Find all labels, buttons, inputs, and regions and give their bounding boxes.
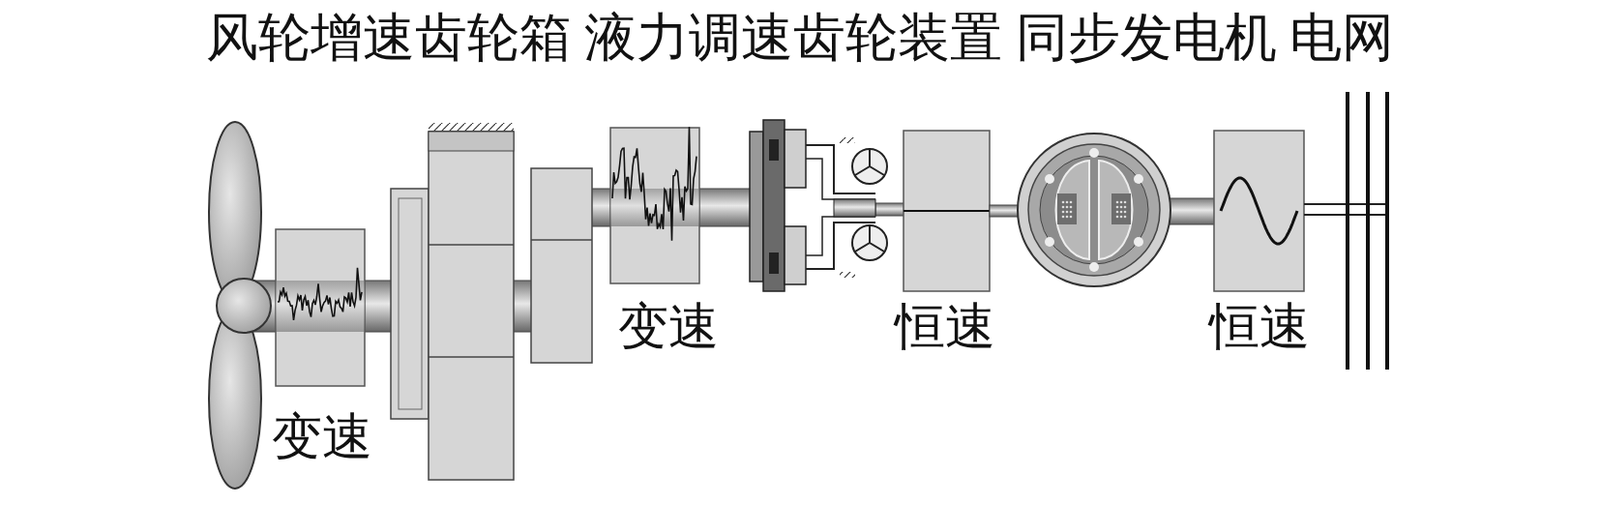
gearbox-division bbox=[428, 355, 514, 358]
gearbox-plate-inner bbox=[398, 198, 422, 410]
winding-dot bbox=[1069, 210, 1073, 214]
winding-dot bbox=[1116, 215, 1120, 219]
grid-bus bbox=[1365, 91, 1370, 370]
winding-dot bbox=[1062, 206, 1066, 209]
winding-dot bbox=[1116, 210, 1120, 214]
rotor-blade bbox=[208, 308, 262, 489]
variable-speed-signal bbox=[612, 126, 697, 241]
gearbox-plate bbox=[390, 188, 429, 419]
winding-dot bbox=[1120, 201, 1124, 205]
signal-box bbox=[275, 229, 365, 386]
signal-box bbox=[1214, 130, 1304, 292]
gearbox-housing bbox=[428, 131, 514, 480]
winding-dot bbox=[1069, 215, 1073, 219]
signal-box bbox=[903, 130, 990, 292]
winding-dot bbox=[1062, 215, 1066, 219]
speed-label: 变速 bbox=[271, 409, 373, 465]
gear-block bbox=[531, 168, 593, 363]
ground-hatch bbox=[428, 122, 514, 132]
winding-dot bbox=[1062, 201, 1066, 205]
winding-dot bbox=[1124, 201, 1127, 205]
gear-block-division bbox=[531, 238, 593, 241]
winding-dot bbox=[1066, 201, 1069, 205]
winding-dot bbox=[1124, 215, 1127, 219]
grid-bus bbox=[1345, 91, 1350, 370]
gearbox-division bbox=[428, 243, 514, 246]
variable-speed-signal bbox=[277, 267, 362, 321]
winding-dot bbox=[1066, 215, 1069, 219]
output-shaft bbox=[875, 203, 907, 216]
winding-dot bbox=[1062, 210, 1066, 214]
synchronous-generator bbox=[1017, 133, 1171, 287]
winding-dot bbox=[1116, 206, 1120, 209]
hydraulic-coupling bbox=[749, 119, 876, 292]
winding-dot bbox=[1124, 210, 1127, 214]
winding-dot bbox=[1066, 206, 1069, 209]
winding-dot bbox=[1069, 201, 1073, 205]
sine-wave bbox=[1220, 177, 1298, 244]
control-valve bbox=[852, 148, 888, 184]
rotor-hub bbox=[216, 278, 271, 333]
generator-shaft bbox=[1168, 198, 1217, 225]
signal-box bbox=[610, 127, 700, 284]
speed-label: 变速 bbox=[618, 298, 719, 355]
winding-dot bbox=[1120, 206, 1124, 209]
grid-bus bbox=[1385, 91, 1390, 370]
winding-dot bbox=[1124, 206, 1127, 209]
speed-label: 恒速 bbox=[1209, 298, 1310, 355]
control-valve bbox=[852, 225, 888, 261]
gearbox-band bbox=[428, 131, 514, 151]
rotor-blade bbox=[208, 121, 262, 302]
generator-input-shaft bbox=[989, 205, 1021, 217]
winding-dot bbox=[1120, 210, 1124, 214]
constant-speed-signal bbox=[903, 209, 990, 212]
winding-dot bbox=[1069, 206, 1073, 209]
speed-label: 恒速 bbox=[894, 298, 996, 355]
winding-dot bbox=[1120, 215, 1124, 219]
diagram-title: 风轮增速齿轮箱 液力调速齿轮装置 同步发电机 电网 bbox=[206, 9, 1395, 67]
winding-dot bbox=[1066, 210, 1069, 214]
gear-shaft bbox=[511, 280, 534, 332]
winding-dot bbox=[1116, 201, 1120, 205]
